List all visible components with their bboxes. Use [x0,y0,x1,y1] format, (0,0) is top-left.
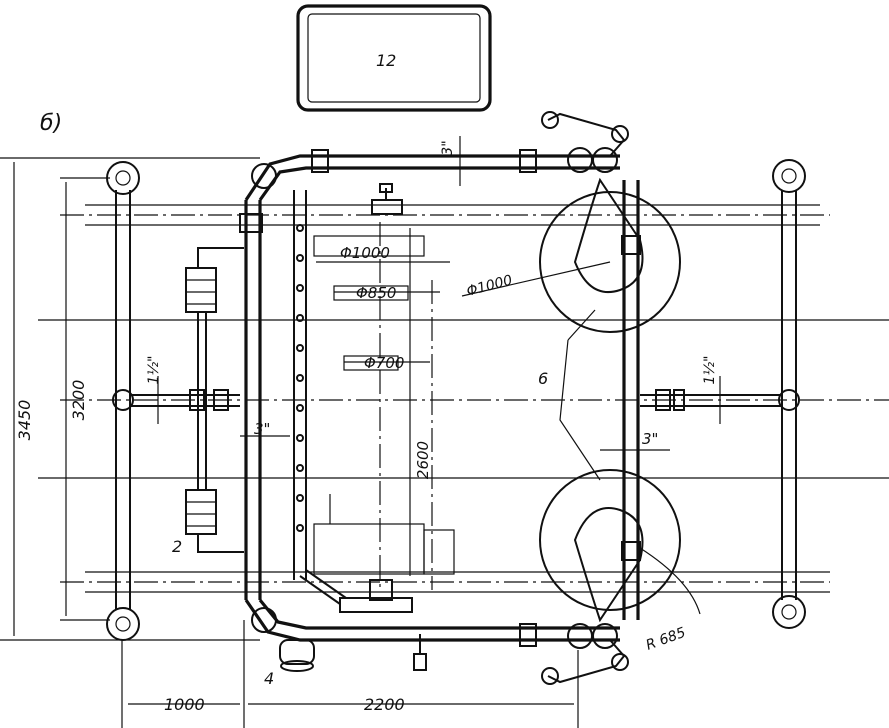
track-lines [38,204,889,593]
dim-pipe-top: 3" [440,140,456,155]
big-wheels [539,177,681,623]
dim-2200: 2200 [364,695,405,714]
label-item-2: 2 [172,537,182,556]
left-frame [106,161,140,641]
dim-pipe-right: 1½" [702,356,718,385]
dim-phi-1000-wheel: Φ1000 [465,272,514,300]
figure-letter: б) [40,111,62,136]
dimension-lines [0,136,721,728]
dim-3200: 3200 [69,380,88,421]
tank-12 [296,4,492,112]
dim-3450: 3450 [15,400,34,441]
dim-pipe-left: 1½" [146,356,162,385]
dim-phi-700: Φ700 [364,354,404,372]
right-cross-pipe [640,389,782,411]
dim-2600: 2600 [414,441,432,479]
right-vertical-pipe [541,111,641,685]
dim-1000: 1000 [164,695,205,714]
label-item-4: 4 [264,669,274,688]
main-pipe-loop [239,149,620,647]
dim-r-685: R 685 [644,625,688,654]
dim-pipe-mid-right: 3" [642,430,658,448]
label-tank-12: 12 [376,51,396,70]
label-item-6: 6 [538,369,548,388]
dim-phi-1000: Φ1000 [340,244,390,262]
spring-boxes [185,247,244,553]
center-apparatus [279,183,455,672]
dim-pipe-mid-left: 3" [254,420,270,438]
dim-phi-850: Φ850 [356,284,396,302]
